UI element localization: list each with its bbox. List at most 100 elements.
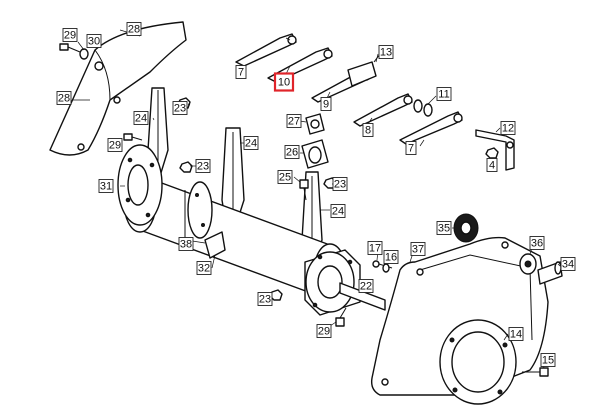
callout-number: 23	[174, 103, 186, 115]
callout-number: 12	[502, 123, 514, 135]
callout-box	[235, 65, 247, 79]
callout-label: 26	[284, 145, 300, 159]
callout-box	[126, 22, 142, 36]
callout-box	[358, 279, 374, 293]
callout-number: 7	[408, 143, 414, 155]
callout-label-highlighted: 10	[273, 72, 295, 92]
callout-label: 13	[378, 45, 394, 59]
callout-number: 10	[278, 77, 290, 89]
callout-label: 4	[486, 158, 498, 172]
callout-label: 24	[133, 111, 149, 125]
callout-number: 28	[58, 93, 70, 105]
callout-box	[436, 87, 452, 101]
callout-number: 36	[531, 238, 543, 250]
callout-number: 22	[360, 281, 372, 293]
callout-box	[98, 179, 114, 193]
callout-label: 15	[540, 353, 556, 367]
callout-label: 28	[56, 91, 72, 105]
pulley-part	[453, 213, 479, 243]
callout-number: 24	[245, 138, 257, 150]
callout-number: 32	[198, 263, 210, 275]
callout-label: 28	[126, 22, 142, 36]
callout-box	[284, 145, 300, 159]
callout-number: 13	[380, 47, 392, 59]
bolt-part	[335, 307, 347, 327]
callout-box	[367, 241, 383, 255]
callout-box	[107, 138, 123, 152]
callout-number: 37	[412, 244, 424, 256]
callout-label: 17	[367, 241, 383, 255]
callout-label: 23	[257, 292, 273, 306]
callout-box	[86, 34, 102, 48]
nut-part	[179, 161, 193, 173]
callout-label: 23	[195, 159, 211, 173]
shaft-part	[537, 261, 563, 285]
callout-box	[500, 121, 516, 135]
washer-part	[413, 99, 433, 117]
callout-number: 35	[438, 223, 450, 235]
callout-label: 23	[172, 101, 188, 115]
arm-part	[475, 129, 515, 171]
callout-number: 25	[279, 172, 291, 184]
callout-label: 7	[235, 65, 247, 79]
callout-box	[405, 141, 417, 155]
callout-label: 36	[529, 236, 545, 250]
callout-number: 30	[88, 36, 100, 48]
callout-label: 14	[508, 327, 524, 341]
callout-box	[383, 250, 399, 264]
callout-box	[486, 158, 498, 172]
bracket-part	[204, 231, 226, 259]
clamp-part	[305, 113, 325, 135]
callout-label: 23	[332, 177, 348, 191]
callout-box	[436, 221, 452, 235]
tine-holder-part	[347, 53, 381, 87]
bearing-flange-part	[439, 319, 517, 405]
callout-box	[378, 45, 394, 59]
callout-label: 29	[316, 324, 332, 338]
callout-label: 12	[500, 121, 516, 135]
callout-label: 11	[436, 87, 452, 101]
callout-box	[316, 324, 332, 338]
callout-box	[540, 353, 556, 367]
callout-box	[172, 101, 188, 115]
callout-number: 14	[510, 329, 522, 341]
callout-number: 29	[64, 30, 76, 42]
callout-label: 29	[107, 138, 123, 152]
callout-label: 24	[243, 136, 259, 150]
callout-label: 25	[277, 170, 293, 184]
callout-label: 16	[383, 250, 399, 264]
bolt-part	[59, 43, 89, 60]
clamp-part	[301, 139, 329, 169]
callout-box	[133, 111, 149, 125]
callout-box	[362, 123, 374, 137]
nut-part	[485, 147, 499, 159]
callout-box	[410, 242, 426, 256]
callout-number: 29	[109, 140, 121, 152]
callout-number: 24	[135, 113, 147, 125]
callout-number: 15	[542, 355, 554, 367]
callout-label: 34	[560, 257, 576, 271]
callout-box	[178, 237, 194, 251]
callout-box	[320, 97, 332, 111]
callout-box	[273, 72, 295, 92]
callout-box	[508, 327, 524, 341]
callout-label: 27	[286, 114, 302, 128]
callout-box	[243, 136, 259, 150]
callout-number: 31	[100, 181, 112, 193]
callout-label: 37	[410, 242, 426, 256]
callout-box	[332, 177, 348, 191]
callout-number: 23	[197, 161, 209, 173]
right-flange-part	[304, 249, 386, 316]
callout-label: 7	[405, 141, 417, 155]
callout-number: 17	[369, 243, 381, 255]
callout-box	[277, 170, 293, 184]
bolt-part	[123, 133, 143, 141]
callout-label: 9	[320, 97, 332, 111]
callout-box	[195, 159, 211, 173]
callout-number: 28	[128, 24, 140, 36]
bolt-part	[522, 367, 549, 377]
callout-number: 23	[259, 294, 271, 306]
callout-label: 32	[196, 261, 212, 275]
callout-number: 27	[288, 116, 300, 128]
callout-label: 24	[330, 204, 346, 218]
